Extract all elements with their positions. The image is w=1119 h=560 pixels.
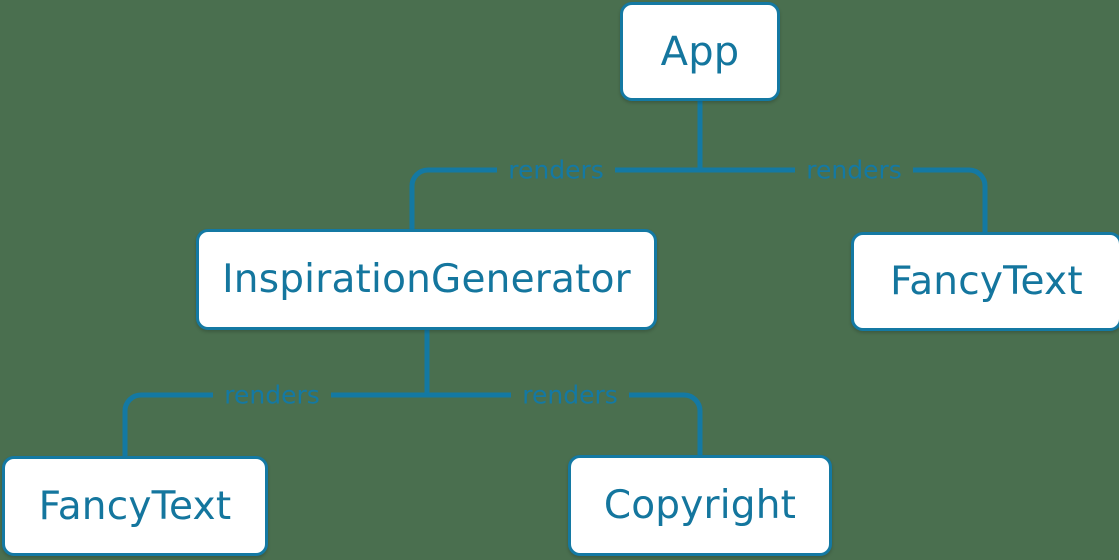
- edge-inspgen-copyright: [427, 392, 703, 455]
- edge-label-app-fancytext: renders: [806, 155, 902, 185]
- node-inspirationgenerator-label: InspirationGenerator: [222, 257, 631, 302]
- node-app-label: App: [660, 28, 740, 75]
- node-app[interactable]: App: [620, 2, 780, 101]
- edge-label-inspgen-copyright: renders: [522, 380, 618, 410]
- edge-app-fancytext: [700, 167, 988, 232]
- edge-label-app-inspgen: renders: [508, 155, 604, 185]
- node-copyright-label: Copyright: [603, 483, 797, 528]
- node-fancytext-left[interactable]: FancyText: [2, 456, 268, 556]
- node-fancytext-right-label: FancyText: [890, 259, 1083, 304]
- edge-app-inspgen: [409, 167, 700, 229]
- edge-label-inspgen-fancytext: renders: [224, 380, 320, 410]
- edge-inspgen-fancytext: [122, 392, 427, 456]
- node-copyright[interactable]: Copyright: [568, 455, 832, 556]
- node-inspirationgenerator[interactable]: InspirationGenerator: [196, 229, 657, 330]
- node-fancytext-left-label: FancyText: [38, 483, 232, 529]
- node-fancytext-right[interactable]: FancyText: [851, 232, 1119, 331]
